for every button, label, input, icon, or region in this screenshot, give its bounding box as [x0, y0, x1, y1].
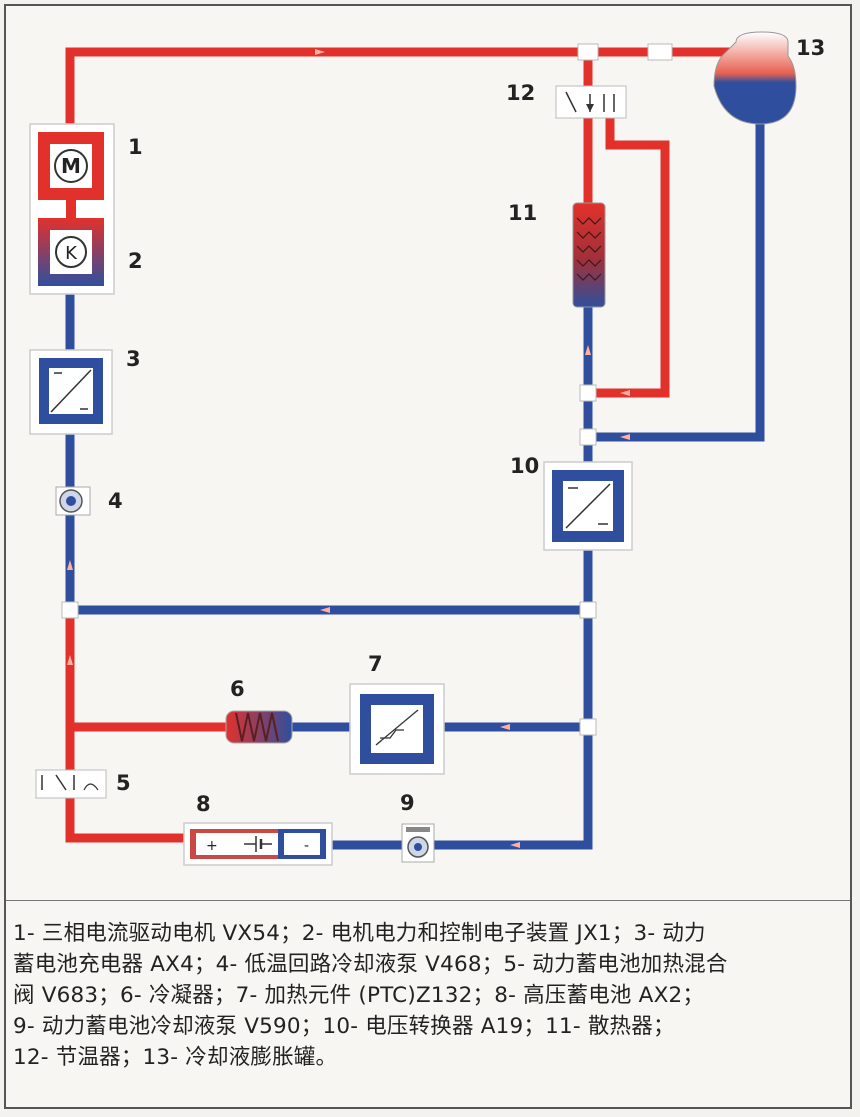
label-12: 12: [506, 81, 535, 105]
motor-symbol: M: [61, 154, 81, 178]
caption-separator: [6, 900, 850, 901]
caption-line-5: 12- 节温器；13- 冷却液膨胀罐。: [13, 1045, 338, 1070]
label-5: 5: [116, 771, 131, 795]
voltage-converter-a19: [543, 461, 633, 551]
component-labels: 1 2 3 4 5 6 7 8 9 10 11 12 13: [108, 36, 825, 816]
pump-v468: [55, 486, 91, 516]
radiator: [572, 202, 606, 308]
ptc-heater-z132: [349, 683, 445, 775]
expansion-tank: [713, 31, 797, 125]
label-9: 9: [400, 791, 415, 815]
hv-battery-ax2: + -: [183, 822, 333, 866]
battery-coolant-pump-v590: [401, 823, 435, 863]
label-11: 11: [508, 201, 537, 225]
pipe-left-hot: [65, 610, 190, 843]
label-7: 7: [368, 652, 383, 676]
label-13: 13: [796, 36, 825, 60]
power-electronics-symbol: K: [65, 243, 78, 264]
label-10: 10: [510, 454, 539, 478]
caption-line-1: 1- 三相电流驱动电机 VX54；2- 电机电力和控制电子装置 JX1；3- 动…: [13, 921, 706, 946]
mixing-valve-v683: [35, 769, 107, 799]
caption-line-3: 阀 V683；6- 冷凝器；7- 加热元件 (PTC)Z132；8- 高压蓄电池…: [13, 983, 705, 1008]
battery-plus: +: [206, 838, 218, 854]
pipe-bypass-hot: [596, 118, 670, 398]
caption-line-4: 9- 动力蓄电池冷却液泵 V590；10- 电压转换器 A19；11- 散热器；: [13, 1014, 675, 1039]
label-4: 4: [108, 489, 123, 513]
label-3: 3: [126, 347, 141, 371]
charger-ax4: [29, 349, 113, 435]
figure-frame: [4, 4, 852, 1109]
label-6: 6: [230, 677, 245, 701]
pipe-condenser-hot: [65, 722, 228, 780]
condenser: [225, 710, 293, 744]
flow-arrows: [67, 49, 630, 848]
thermostat: [555, 85, 627, 119]
label-8: 8: [196, 792, 211, 816]
legend-caption: 1- 三相电流驱动电机 VX54；2- 电机电力和控制电子装置 JX1；3- 动…: [13, 918, 843, 1073]
label-2: 2: [128, 249, 143, 273]
coolant-circuit-diagram: M K: [29, 31, 825, 866]
pipe-joints: [61, 43, 673, 736]
power-electronics-jx1: K: [38, 200, 104, 286]
caption-line-2: 蓄电池充电器 AX4；4- 低温回路冷却液泵 V468；5- 动力蓄电池加热混合: [13, 952, 728, 977]
pipe-tank-return: [596, 95, 765, 442]
battery-minus: -: [304, 838, 309, 854]
pipe-pump9-out: [433, 540, 593, 850]
label-1: 1: [128, 135, 143, 159]
